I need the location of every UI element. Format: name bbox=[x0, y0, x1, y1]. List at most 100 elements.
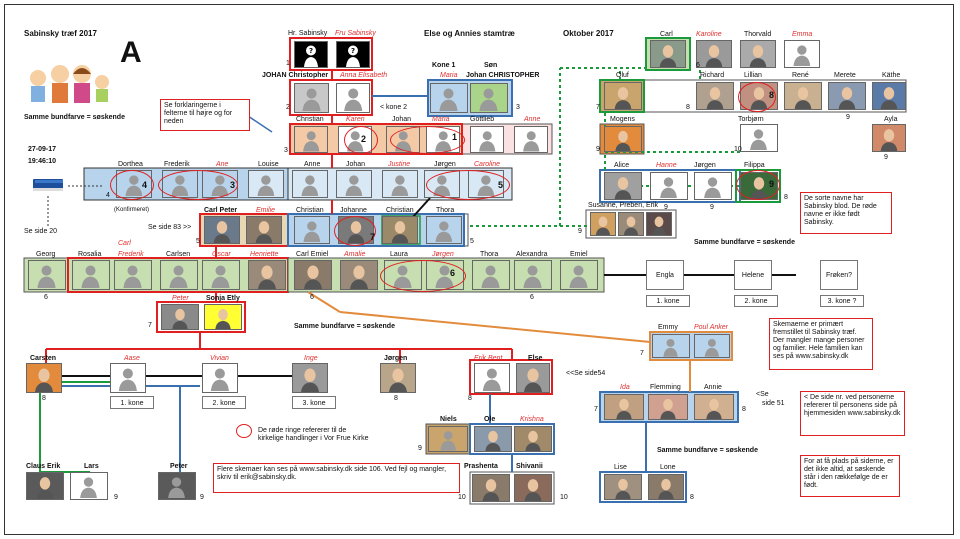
page-number[interactable]: 8 bbox=[690, 494, 694, 501]
johan-2-photo[interactable] bbox=[336, 170, 372, 198]
anne-1-photo[interactable] bbox=[514, 126, 548, 153]
page-number[interactable]: 6 bbox=[530, 294, 534, 301]
carl-r-photo[interactable] bbox=[650, 40, 686, 68]
louise-photo[interactable] bbox=[248, 170, 284, 198]
page-number[interactable]: 9 bbox=[200, 494, 204, 501]
page-number[interactable]: 8 bbox=[784, 194, 788, 201]
page-number[interactable]: 9 bbox=[114, 494, 118, 501]
kathe-photo[interactable] bbox=[872, 82, 906, 110]
carsten-photo[interactable] bbox=[26, 363, 62, 393]
emma-photo[interactable] bbox=[784, 40, 820, 68]
page-number[interactable]: 8 bbox=[468, 395, 472, 402]
oluf-photo[interactable] bbox=[604, 82, 642, 110]
johan-christopher-photo[interactable] bbox=[294, 83, 329, 113]
vivian-photo[interactable] bbox=[202, 363, 238, 393]
page-number[interactable]: 10 bbox=[458, 494, 466, 501]
see-page-83[interactable]: Se side 83 >> bbox=[148, 224, 192, 231]
page-number[interactable]: 3 bbox=[284, 147, 288, 154]
ida-photo[interactable] bbox=[604, 394, 644, 420]
page-number[interactable]: 7 bbox=[596, 104, 600, 111]
jorgen-3-photo[interactable] bbox=[380, 363, 416, 393]
carl-peter-photo[interactable] bbox=[204, 216, 240, 244]
page-number[interactable]: 9 bbox=[884, 154, 888, 161]
page-number[interactable]: 9 bbox=[664, 204, 668, 211]
fru-sabinsky-photo[interactable]: ? bbox=[336, 41, 370, 68]
page-number[interactable]: 9 bbox=[846, 114, 850, 121]
emiel-photo[interactable] bbox=[560, 260, 598, 290]
peter-1-photo[interactable] bbox=[161, 304, 199, 330]
page-number[interactable]: 8 bbox=[394, 395, 398, 402]
georg-photo[interactable] bbox=[28, 260, 66, 290]
erik-photo[interactable] bbox=[646, 212, 672, 236]
emilie-photo[interactable] bbox=[246, 216, 282, 244]
lars-photo[interactable] bbox=[70, 472, 108, 500]
flemming-photo[interactable] bbox=[648, 394, 688, 420]
page-number[interactable]: 9 bbox=[596, 146, 600, 153]
page-number[interactable]: 10 bbox=[734, 146, 742, 153]
book-icon[interactable] bbox=[32, 176, 66, 192]
justine-photo[interactable] bbox=[382, 170, 418, 198]
carlsen-photo[interactable] bbox=[160, 260, 198, 290]
johan-christopher-2-photo[interactable] bbox=[470, 83, 508, 113]
richard-photo[interactable] bbox=[696, 82, 734, 110]
alice-photo[interactable] bbox=[604, 172, 642, 200]
see-page-51-a[interactable]: <Se bbox=[756, 391, 769, 398]
jorgen-4-photo[interactable] bbox=[694, 172, 732, 200]
poul-anker-photo[interactable] bbox=[694, 334, 730, 358]
page-number[interactable]: 6 bbox=[696, 62, 700, 69]
page-number[interactable]: 9 bbox=[710, 204, 714, 211]
page-number[interactable]: 8 bbox=[686, 104, 690, 111]
karoline-photo[interactable] bbox=[696, 40, 732, 68]
merete-photo[interactable] bbox=[828, 82, 866, 110]
peter-2-photo[interactable] bbox=[158, 472, 196, 500]
see-page-20[interactable]: Se side 20 bbox=[24, 228, 58, 235]
rene-photo[interactable] bbox=[784, 82, 822, 110]
page-number[interactable]: 2 bbox=[286, 104, 290, 111]
page-number[interactable]: 8 bbox=[42, 395, 46, 402]
page-number[interactable]: 7 bbox=[640, 350, 644, 357]
gottlieb-photo[interactable] bbox=[470, 126, 504, 153]
krishna-photo[interactable] bbox=[514, 426, 552, 452]
lise-photo[interactable] bbox=[604, 474, 642, 500]
page-number[interactable]: 4 bbox=[106, 192, 110, 199]
thora-2-photo[interactable] bbox=[472, 260, 510, 290]
christian-3-photo[interactable] bbox=[382, 216, 418, 244]
page-number[interactable]: 5 bbox=[196, 238, 200, 245]
henriette-photo[interactable] bbox=[248, 260, 286, 290]
rosalia-photo[interactable] bbox=[72, 260, 110, 290]
thora-1-photo[interactable] bbox=[426, 216, 462, 244]
mogens-photo[interactable] bbox=[604, 126, 642, 152]
lone-photo[interactable] bbox=[648, 474, 684, 500]
page-number[interactable]: 9 bbox=[578, 228, 582, 235]
annie-photo[interactable] bbox=[694, 394, 734, 420]
hr-sabinsky-photo[interactable]: ? bbox=[294, 41, 328, 68]
ayla-photo[interactable] bbox=[872, 124, 906, 152]
aase-photo[interactable] bbox=[110, 363, 146, 393]
hanne-photo[interactable] bbox=[650, 172, 688, 200]
emmy-photo[interactable] bbox=[652, 334, 690, 358]
christian-2-photo[interactable] bbox=[294, 216, 330, 244]
page-number[interactable]: 6 bbox=[44, 294, 48, 301]
see-page-51-b[interactable]: side 51 bbox=[762, 400, 785, 407]
oscar-photo[interactable] bbox=[202, 260, 240, 290]
inge-photo[interactable] bbox=[292, 363, 328, 393]
page-number[interactable]: 10 bbox=[560, 494, 568, 501]
page-number[interactable]: 9 bbox=[418, 445, 422, 452]
maria-photo[interactable] bbox=[430, 83, 468, 113]
claus-erik-photo[interactable] bbox=[26, 472, 64, 500]
ole-photo[interactable] bbox=[474, 426, 512, 452]
shivanii-photo[interactable] bbox=[514, 474, 552, 502]
niels-photo[interactable] bbox=[428, 426, 468, 452]
amalie-photo[interactable] bbox=[340, 260, 378, 290]
anna-elisabeth-photo[interactable] bbox=[336, 83, 370, 113]
alexandra-photo[interactable] bbox=[514, 260, 552, 290]
erik-bent-photo[interactable] bbox=[474, 363, 510, 393]
page-number[interactable]: 7 bbox=[594, 406, 598, 413]
else-photo[interactable] bbox=[516, 363, 550, 393]
page-number[interactable]: 8 bbox=[742, 406, 746, 413]
anne-2-photo[interactable] bbox=[292, 170, 328, 198]
page-number[interactable]: 3 bbox=[516, 104, 520, 111]
page-number[interactable]: 7 bbox=[148, 322, 152, 329]
page-number[interactable]: 1 bbox=[286, 60, 290, 67]
sonja-photo[interactable] bbox=[204, 304, 242, 330]
